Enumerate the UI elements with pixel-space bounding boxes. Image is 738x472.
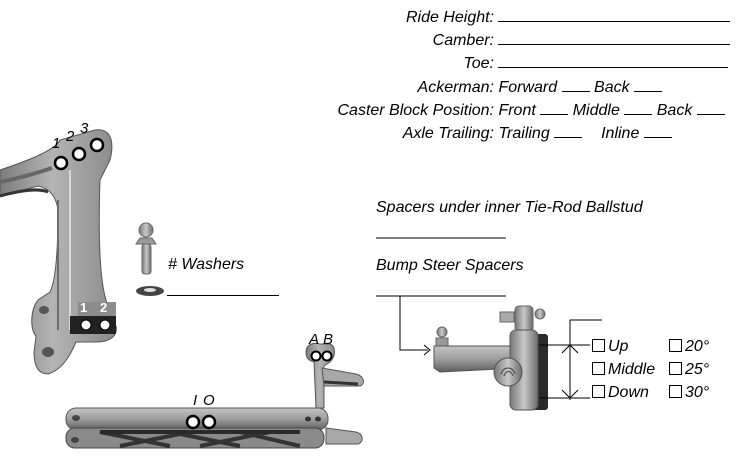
ackerman-forward-label: Forward bbox=[498, 79, 558, 96]
mount-hole-1 bbox=[80, 319, 92, 331]
option-20deg-label: 20° bbox=[685, 338, 710, 355]
washer-part bbox=[136, 286, 164, 296]
tower-hole-3 bbox=[89, 137, 105, 153]
steering-hole-label-b: B bbox=[323, 331, 334, 348]
bump-steer-spacers-label: Bump Steer Spacers bbox=[376, 257, 524, 274]
washers-label: # Washers bbox=[168, 256, 245, 273]
axle-trailing-option-label: Trailing bbox=[498, 125, 550, 142]
option-up-label: Up bbox=[608, 338, 629, 355]
tower-hole-label-2: 2 bbox=[66, 128, 75, 145]
checkbox-20deg[interactable] bbox=[669, 339, 682, 352]
arm-hole-o bbox=[201, 414, 217, 430]
height-dimension bbox=[540, 319, 602, 400]
leader-line bbox=[399, 296, 428, 351]
steering-knuckle-part bbox=[433, 305, 548, 411]
tower-hole-2 bbox=[71, 146, 87, 162]
option-middle[interactable]: Middle bbox=[592, 360, 655, 380]
checkbox-middle[interactable] bbox=[592, 362, 605, 375]
tower-hole-1 bbox=[53, 155, 69, 171]
camber-row: Camber: bbox=[380, 30, 731, 51]
checkbox-down[interactable] bbox=[592, 385, 605, 398]
steering-hole-label-a: A bbox=[309, 331, 320, 348]
mount-hole-label-2: 2 bbox=[100, 300, 108, 315]
washers-blank[interactable] bbox=[167, 295, 279, 296]
checkbox-30deg[interactable] bbox=[669, 385, 682, 398]
steering-hole-a bbox=[310, 350, 322, 362]
option-down[interactable]: Down bbox=[592, 383, 649, 403]
tower-hole-label-1: 1 bbox=[52, 135, 61, 152]
option-20deg[interactable]: 20° bbox=[669, 337, 709, 357]
caster-front-label: Front bbox=[498, 102, 536, 119]
mount-hole-2 bbox=[99, 319, 111, 331]
axle-trailing-label: Axle Trailing: bbox=[402, 125, 494, 142]
option-middle-label: Middle bbox=[608, 361, 656, 378]
ackerman-back-blank[interactable] bbox=[634, 77, 663, 92]
toe-blank[interactable] bbox=[498, 53, 729, 68]
toe-row: Toe: bbox=[380, 53, 729, 74]
axle-inline-label: Inline bbox=[601, 125, 640, 142]
ride-height-label: Ride Height: bbox=[405, 9, 494, 26]
caster-front-blank[interactable] bbox=[540, 100, 569, 115]
steering-hole-b bbox=[321, 350, 333, 362]
caster-middle-blank[interactable] bbox=[624, 100, 653, 115]
ackerman-label: Ackerman: bbox=[417, 79, 494, 96]
ride-height-row: Ride Height: bbox=[380, 7, 731, 28]
arm-hole-label-i: I bbox=[193, 392, 198, 409]
camber-blank[interactable] bbox=[498, 30, 731, 45]
tie-rod-spacers-label: Spacers under inner Tie-Rod Ballstud bbox=[376, 199, 643, 216]
option-30deg[interactable]: 30° bbox=[669, 383, 709, 403]
caster-middle-label: Middle bbox=[572, 102, 620, 119]
caster-block-row: Caster Block Position: Front Middle Back bbox=[332, 100, 725, 121]
ackerman-back-label: Back bbox=[594, 79, 630, 96]
option-25deg-label: 25° bbox=[685, 361, 710, 378]
camber-label: Camber: bbox=[432, 32, 494, 49]
caster-back-blank[interactable] bbox=[696, 100, 725, 115]
arm-hole-label-o: O bbox=[203, 392, 215, 409]
option-up[interactable]: Up bbox=[592, 337, 628, 357]
ballstud-part bbox=[135, 222, 157, 275]
option-30deg-label: 30° bbox=[685, 384, 710, 401]
option-down-label: Down bbox=[608, 384, 649, 401]
caster-back-label: Back bbox=[656, 102, 693, 119]
axle-inline-blank[interactable] bbox=[643, 123, 672, 138]
ackerman-forward-blank[interactable] bbox=[561, 77, 590, 92]
axle-trailing-blank[interactable] bbox=[554, 123, 583, 138]
ackerman-row: Ackerman: Forward Back bbox=[380, 77, 663, 98]
checkbox-25deg[interactable] bbox=[669, 362, 682, 375]
arm-hole-i bbox=[185, 414, 201, 430]
ride-height-blank[interactable] bbox=[498, 7, 731, 22]
caster-block-label: Caster Block Position: bbox=[337, 102, 494, 119]
option-25deg[interactable]: 25° bbox=[669, 360, 709, 380]
mount-hole-label-1: 1 bbox=[80, 300, 88, 315]
checkbox-up[interactable] bbox=[592, 339, 605, 352]
axle-trailing-row: Axle Trailing: Trailing Inline bbox=[380, 123, 672, 144]
tower-hole-label-3: 3 bbox=[80, 120, 89, 137]
toe-label: Toe: bbox=[463, 55, 494, 72]
